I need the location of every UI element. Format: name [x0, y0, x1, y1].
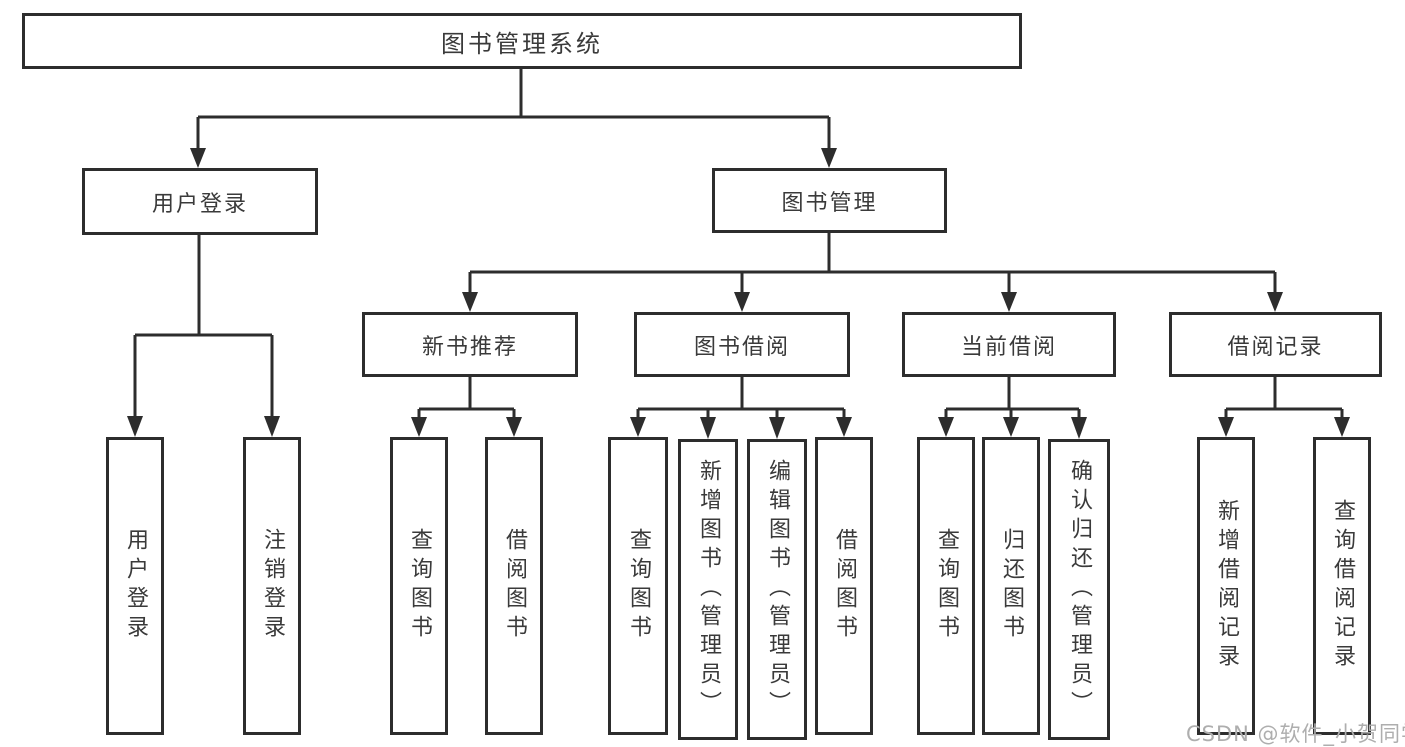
leaf-add-book-admin: 新增图书（管理员） — [678, 439, 738, 740]
leaf-query-book-recommend: 查询图书 — [390, 437, 448, 735]
node-label: 借阅图书 — [502, 528, 527, 644]
node-label: 查询图书 — [407, 528, 432, 644]
node-book-borrow: 图书借阅 — [634, 312, 850, 377]
leaf-edit-book-admin: 编辑图书（管理员） — [747, 439, 807, 740]
node-user-login: 用户登录 — [82, 168, 318, 235]
node-book-management: 图书管理 — [712, 168, 947, 233]
node-label: 图书管理系统 — [441, 29, 603, 58]
connector-lines — [133, 69, 1344, 421]
node-label: 图书管理 — [781, 190, 878, 216]
node-label: 编辑图书（管理员） — [765, 459, 790, 720]
node-label: 查询图书 — [626, 528, 651, 644]
leaf-query-borrow-record: 查询借阅记录 — [1313, 437, 1371, 735]
node-label: 新增借阅记录 — [1214, 499, 1239, 673]
node-label: 确认归还（管理员） — [1067, 459, 1092, 720]
node-label: 借阅记录 — [1227, 334, 1324, 360]
node-label: 借阅图书 — [832, 528, 857, 644]
node-label: 新增图书（管理员） — [696, 459, 721, 720]
leaf-query-book-borrow: 查询图书 — [608, 437, 668, 735]
node-borrow-records: 借阅记录 — [1169, 312, 1382, 377]
node-label: 查询借阅记录 — [1330, 499, 1355, 673]
csdn-watermark: CSDN @软件_小贺同学 — [1186, 722, 1405, 746]
leaf-borrow-book-recommend: 借阅图书 — [485, 437, 543, 735]
node-new-book-recommend: 新书推荐 — [362, 312, 578, 377]
leaf-confirm-return-admin: 确认归还（管理员） — [1048, 439, 1110, 740]
node-label: 查询图书 — [934, 528, 959, 644]
leaf-borrow-book: 借阅图书 — [815, 437, 873, 735]
arrowheads — [127, 148, 1350, 439]
leaf-return-book: 归还图书 — [982, 437, 1040, 735]
node-current-borrow: 当前借阅 — [902, 312, 1116, 377]
node-library-management-system: 图书管理系统 — [22, 13, 1022, 69]
leaf-query-book-current: 查询图书 — [917, 437, 975, 735]
node-label: 图书借阅 — [693, 334, 790, 360]
node-label: 归还图书 — [999, 528, 1024, 644]
node-label: 用户登录 — [151, 191, 248, 217]
leaf-logout: 注销登录 — [243, 437, 301, 735]
leaf-add-borrow-record: 新增借阅记录 — [1197, 437, 1255, 735]
node-label: 用户登录 — [123, 528, 148, 644]
node-label: 注销登录 — [260, 528, 285, 644]
leaf-user-login: 用户登录 — [106, 437, 164, 735]
node-label: 新书推荐 — [421, 334, 518, 360]
node-label: 当前借阅 — [960, 334, 1057, 360]
